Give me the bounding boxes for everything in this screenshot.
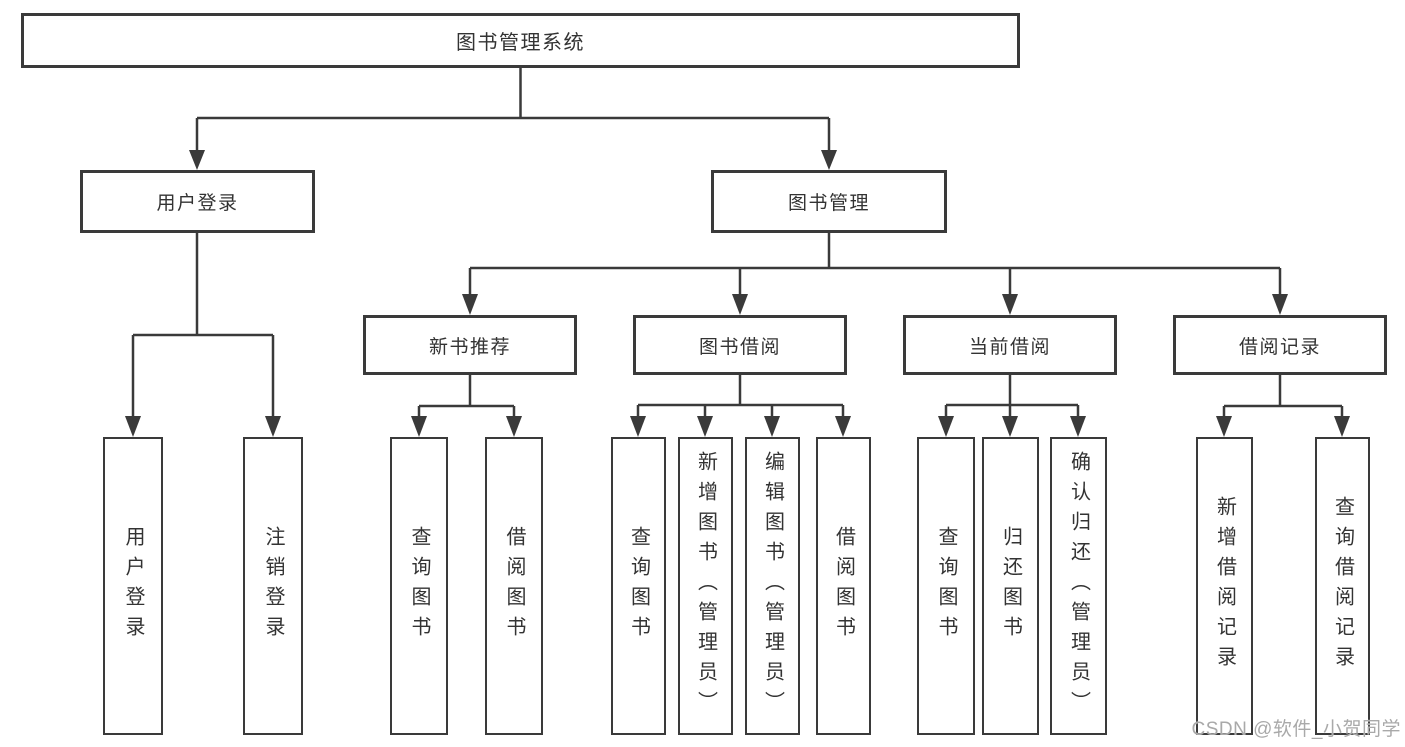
connector-new-book-recommend (417, 373, 516, 419)
node-user-login: 用户登录 (80, 170, 315, 233)
arrow-icon (1070, 416, 1086, 437)
node-label: 图书管理 (787, 193, 870, 214)
leaf-add-book-admin: 新增图书（管理员） (678, 437, 733, 735)
node-label: 新书推荐 (428, 336, 511, 358)
node-label: 当前借阅 (968, 336, 1051, 358)
node-current-borrow: 当前借阅 (903, 315, 1117, 375)
node-label: 图书管理系统 (456, 32, 585, 54)
arrow-icon (938, 416, 954, 437)
arrow-icon (506, 416, 522, 437)
leaf-borrow-books: 借阅图书 (816, 437, 871, 735)
arrow-icon (1002, 416, 1018, 437)
node-library-management-system: 图书管理系统 (21, 13, 1020, 68)
node-borrow-records: 借阅记录 (1173, 315, 1387, 375)
node-label: 确认归还（管理员） (1067, 451, 1090, 721)
leaf-query-books-current: 查询图书 (917, 437, 975, 735)
leaf-confirm-return-admin: 确认归还（管理员） (1050, 437, 1107, 735)
node-label: 查询借阅记录 (1331, 496, 1354, 676)
node-label: 归还图书 (999, 526, 1022, 646)
arrow-icon (697, 416, 713, 437)
node-label: 查询图书 (935, 526, 957, 646)
node-book-borrow: 图书借阅 (633, 315, 847, 375)
arrowheads (125, 150, 1350, 437)
connector-user-login (131, 231, 275, 419)
leaf-edit-book-admin: 编辑图书（管理员） (745, 437, 800, 735)
leaf-query-borrow-record: 查询借阅记录 (1315, 437, 1370, 735)
arrow-icon (1216, 416, 1232, 437)
leaf-query-books-borrow: 查询图书 (611, 437, 666, 735)
node-label: 编辑图书（管理员） (761, 451, 784, 721)
node-label: 图书借阅 (698, 336, 781, 358)
leaf-return-book: 归还图书 (982, 437, 1039, 735)
arrow-icon (125, 416, 141, 437)
arrow-icon (462, 294, 478, 315)
arrow-icon (265, 416, 281, 437)
leaf-query-books-recommend: 查询图书 (390, 437, 448, 735)
node-book-management: 图书管理 (711, 170, 947, 233)
node-label: 用户登录 (122, 526, 144, 646)
arrow-icon (630, 416, 646, 437)
node-label: 用户登录 (156, 193, 239, 214)
arrow-icon (821, 150, 837, 170)
connector-current-borrow (944, 373, 1080, 419)
node-new-book-recommend: 新书推荐 (363, 315, 577, 375)
node-label: 借阅图书 (503, 526, 525, 646)
arrow-icon (835, 416, 851, 437)
connector-book-borrow (636, 373, 845, 419)
arrow-icon (1272, 294, 1288, 315)
node-label: 查询图书 (408, 526, 430, 646)
arrow-icon (764, 416, 780, 437)
connector-book-management (468, 231, 1282, 298)
connector-root (195, 66, 831, 152)
node-label: 新增图书（管理员） (694, 451, 717, 721)
arrow-icon (1334, 416, 1350, 437)
leaf-logout: 注销登录 (243, 437, 303, 735)
leaf-user-login: 用户登录 (103, 437, 163, 735)
node-label: 借阅图书 (832, 526, 855, 646)
node-label: 借阅记录 (1238, 336, 1321, 358)
arrow-icon (411, 416, 427, 437)
node-label: 查询图书 (627, 526, 650, 646)
arrow-icon (732, 294, 748, 315)
leaf-add-borrow-record: 新增借阅记录 (1196, 437, 1253, 735)
arrow-icon (1002, 294, 1018, 315)
leaf-borrow-books-recommend: 借阅图书 (485, 437, 543, 735)
arrow-icon (189, 150, 205, 170)
csdn-watermark: CSDN @软件_小贺同学 (1191, 719, 1401, 740)
node-label: 新增借阅记录 (1213, 496, 1236, 676)
connector-borrow-records (1222, 373, 1344, 419)
node-label: 注销登录 (262, 526, 284, 646)
